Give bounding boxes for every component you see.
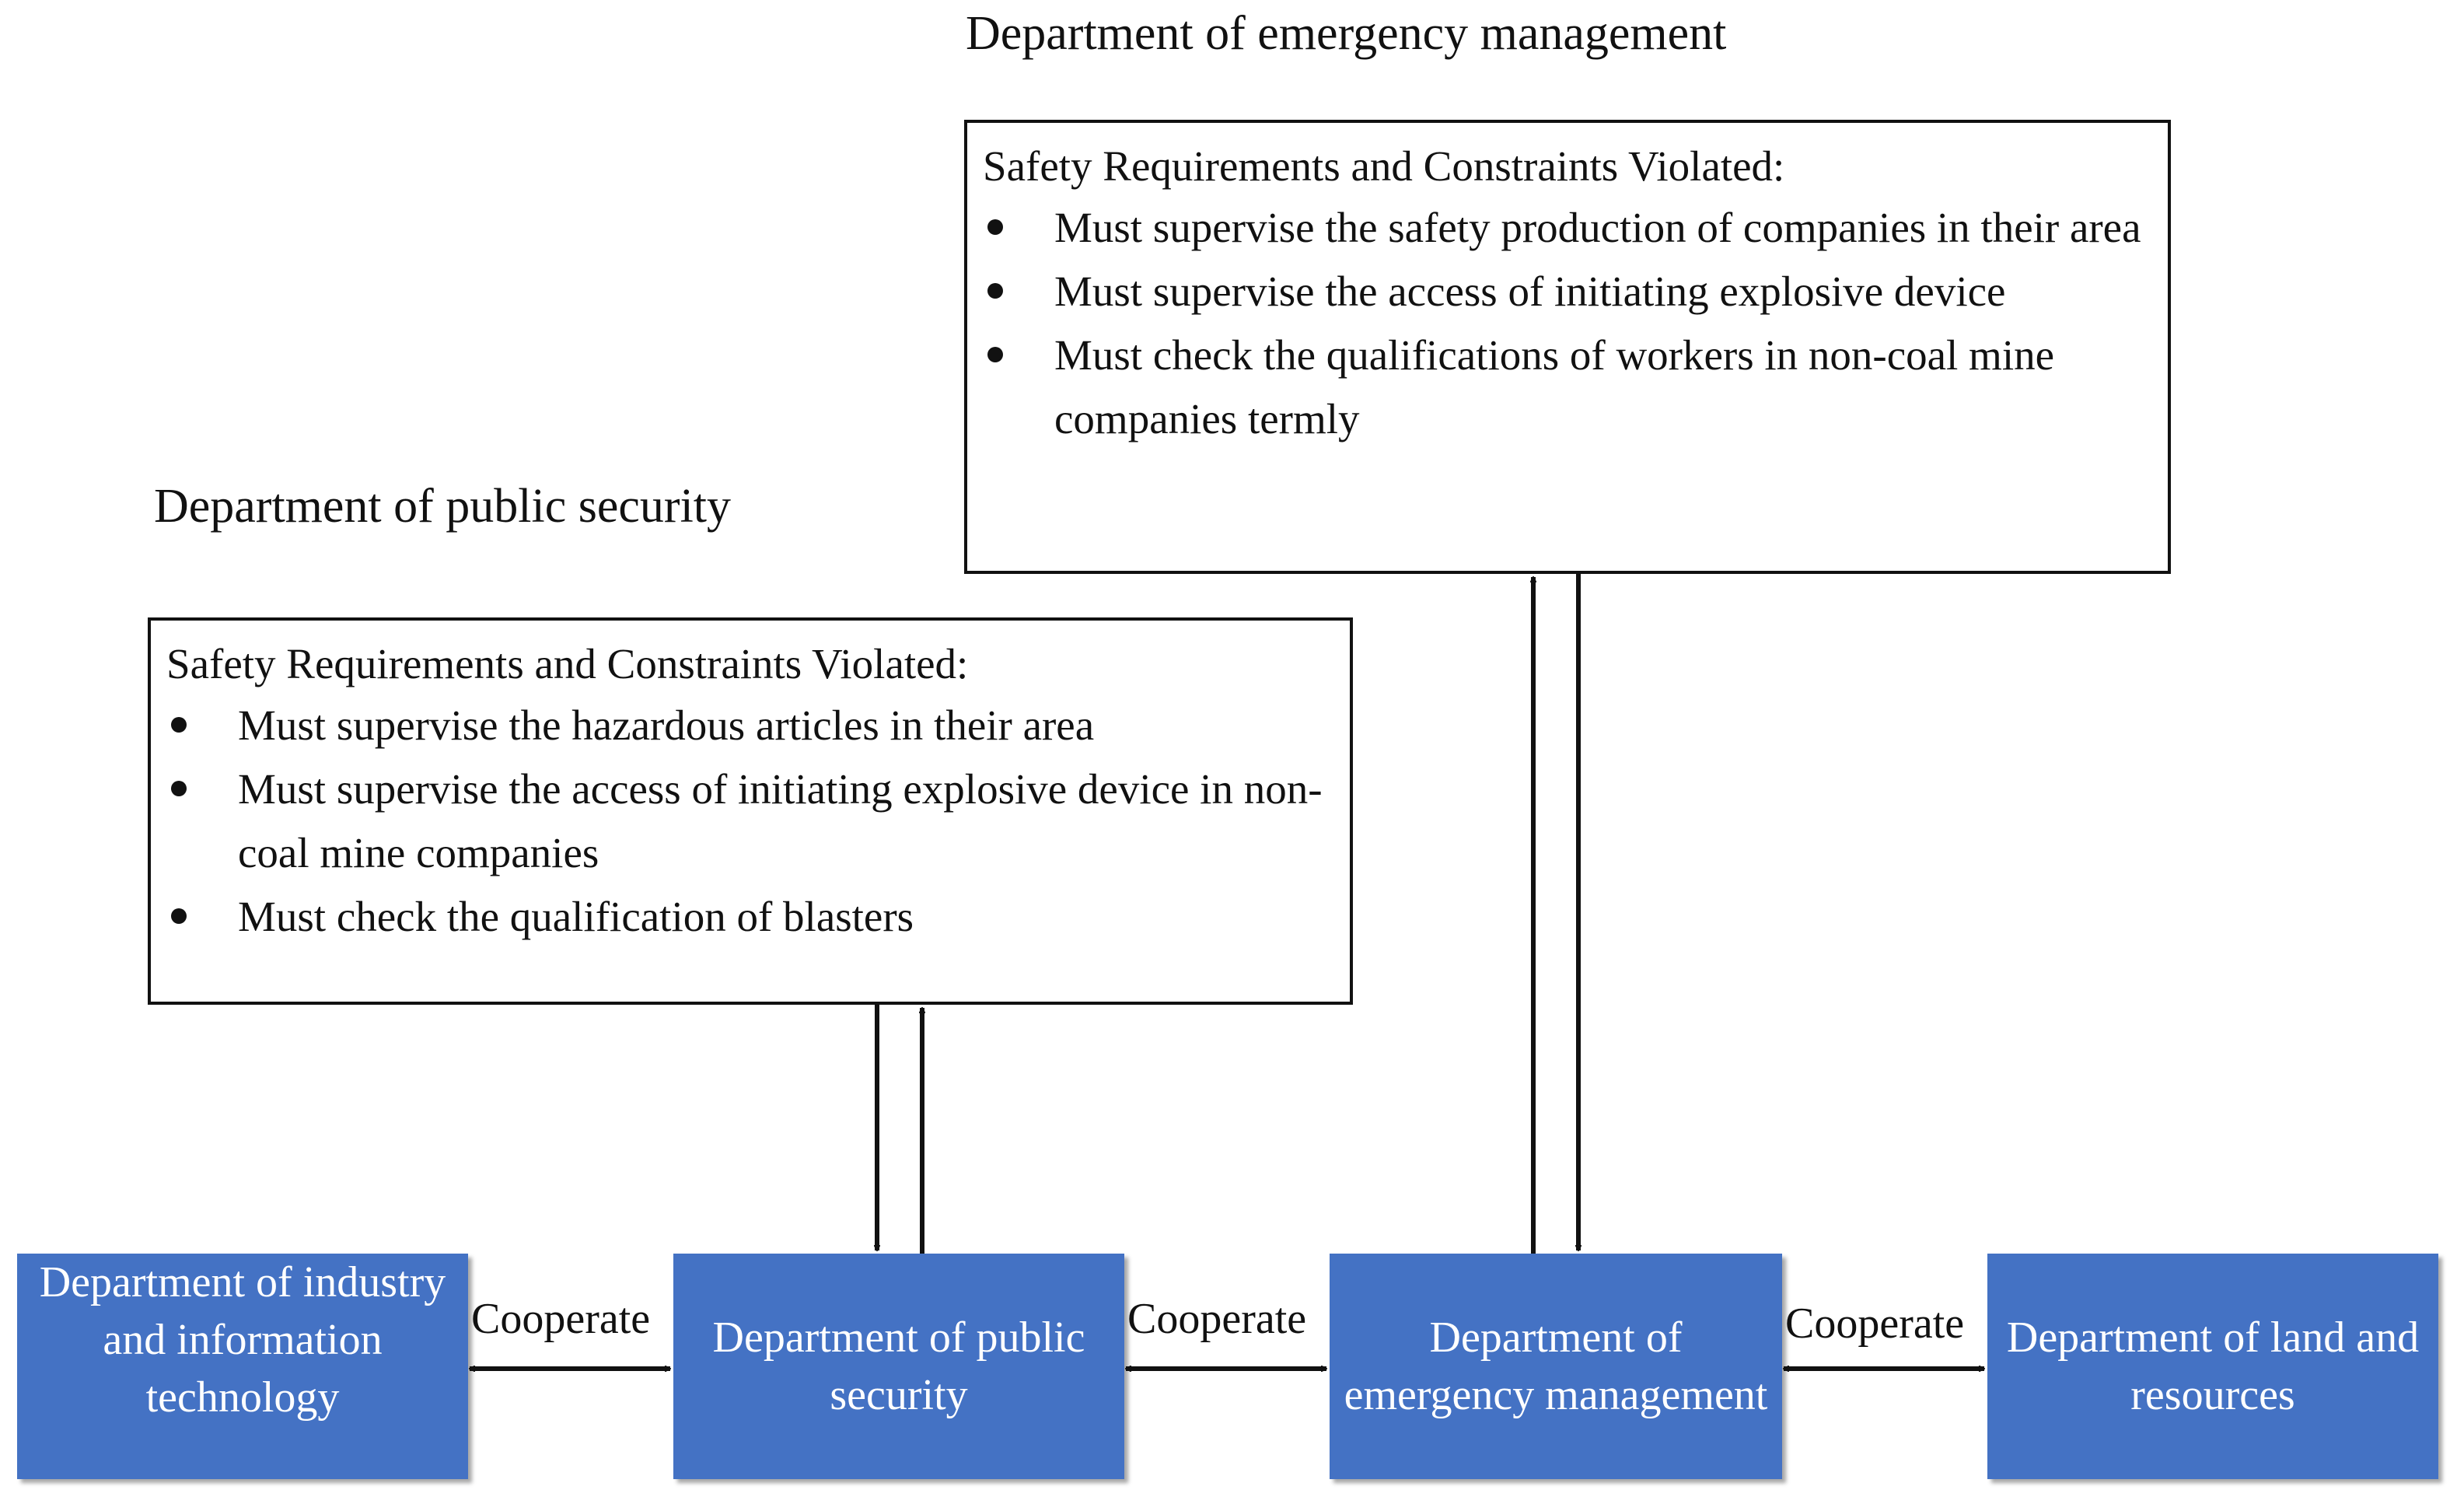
public-security-requirements-list: Must supervise the hazardous articles in…: [166, 694, 1334, 949]
public-security-requirement-text: Must supervise the access of initiating …: [238, 765, 1323, 876]
department-land-resources-box: Department of land and resources: [1987, 1254, 2438, 1479]
emergency-requirements-box: Safety Requirements and Constraints Viol…: [964, 120, 2171, 574]
emergency-requirement-text: Must check the qualifications of workers…: [1054, 331, 2055, 442]
emergency-requirement-item: Must check the qualifications of workers…: [983, 324, 2152, 451]
bullet-icon: [171, 717, 187, 733]
public-security-requirement-item: Must supervise the hazardous articles in…: [166, 694, 1334, 757]
public-security-requirement-text: Must supervise the hazardous articles in…: [238, 701, 1095, 749]
department-emergency-management-label: Department of emergency management: [1344, 1313, 1768, 1419]
department-public-security-box: Department of public security: [673, 1254, 1124, 1479]
cooperate-label: Cooperate: [1127, 1295, 1307, 1343]
emergency-requirement-text: Must supervise the safety production of …: [1054, 204, 2141, 251]
emergency-requirements-list: Must supervise the safety production of …: [983, 196, 2152, 451]
cooperate-label: Cooperate: [1785, 1299, 1965, 1348]
bullet-icon: [987, 283, 1003, 299]
department-industry-it-label: Department of industry and information t…: [39, 1258, 446, 1422]
bullet-icon: [987, 347, 1003, 362]
emergency-requirement-text: Must supervise the access of initiating …: [1054, 268, 2006, 315]
department-industry-it-box: Department of industry and information t…: [17, 1254, 468, 1479]
public-security-requirements-box: Safety Requirements and Constraints Viol…: [148, 617, 1353, 1005]
emergency-requirements-heading: Safety Requirements and Constraints Viol…: [983, 142, 1785, 190]
emergency-requirement-item: Must supervise the safety production of …: [983, 196, 2152, 260]
bullet-icon: [171, 908, 187, 924]
public-security-requirement-text: Must check the qualification of blasters: [238, 893, 914, 940]
department-emergency-management-box: Department of emergency management: [1330, 1254, 1782, 1479]
emergency-management-title: Department of emergency management: [966, 7, 1727, 60]
public-security-title: Department of public security: [154, 480, 732, 533]
public-security-requirement-item: Must supervise the access of initiating …: [166, 757, 1334, 885]
bullet-icon: [987, 219, 1003, 235]
public-security-requirements-heading: Safety Requirements and Constraints Viol…: [166, 640, 969, 687]
department-land-resources-label: Department of land and resources: [2006, 1313, 2420, 1419]
department-public-security-label: Department of public security: [712, 1313, 1085, 1419]
cooperate-label: Cooperate: [471, 1295, 651, 1343]
public-security-requirement-item: Must check the qualification of blasters: [166, 885, 1334, 949]
bullet-icon: [171, 781, 187, 796]
emergency-requirement-item: Must supervise the access of initiating …: [983, 260, 2152, 324]
